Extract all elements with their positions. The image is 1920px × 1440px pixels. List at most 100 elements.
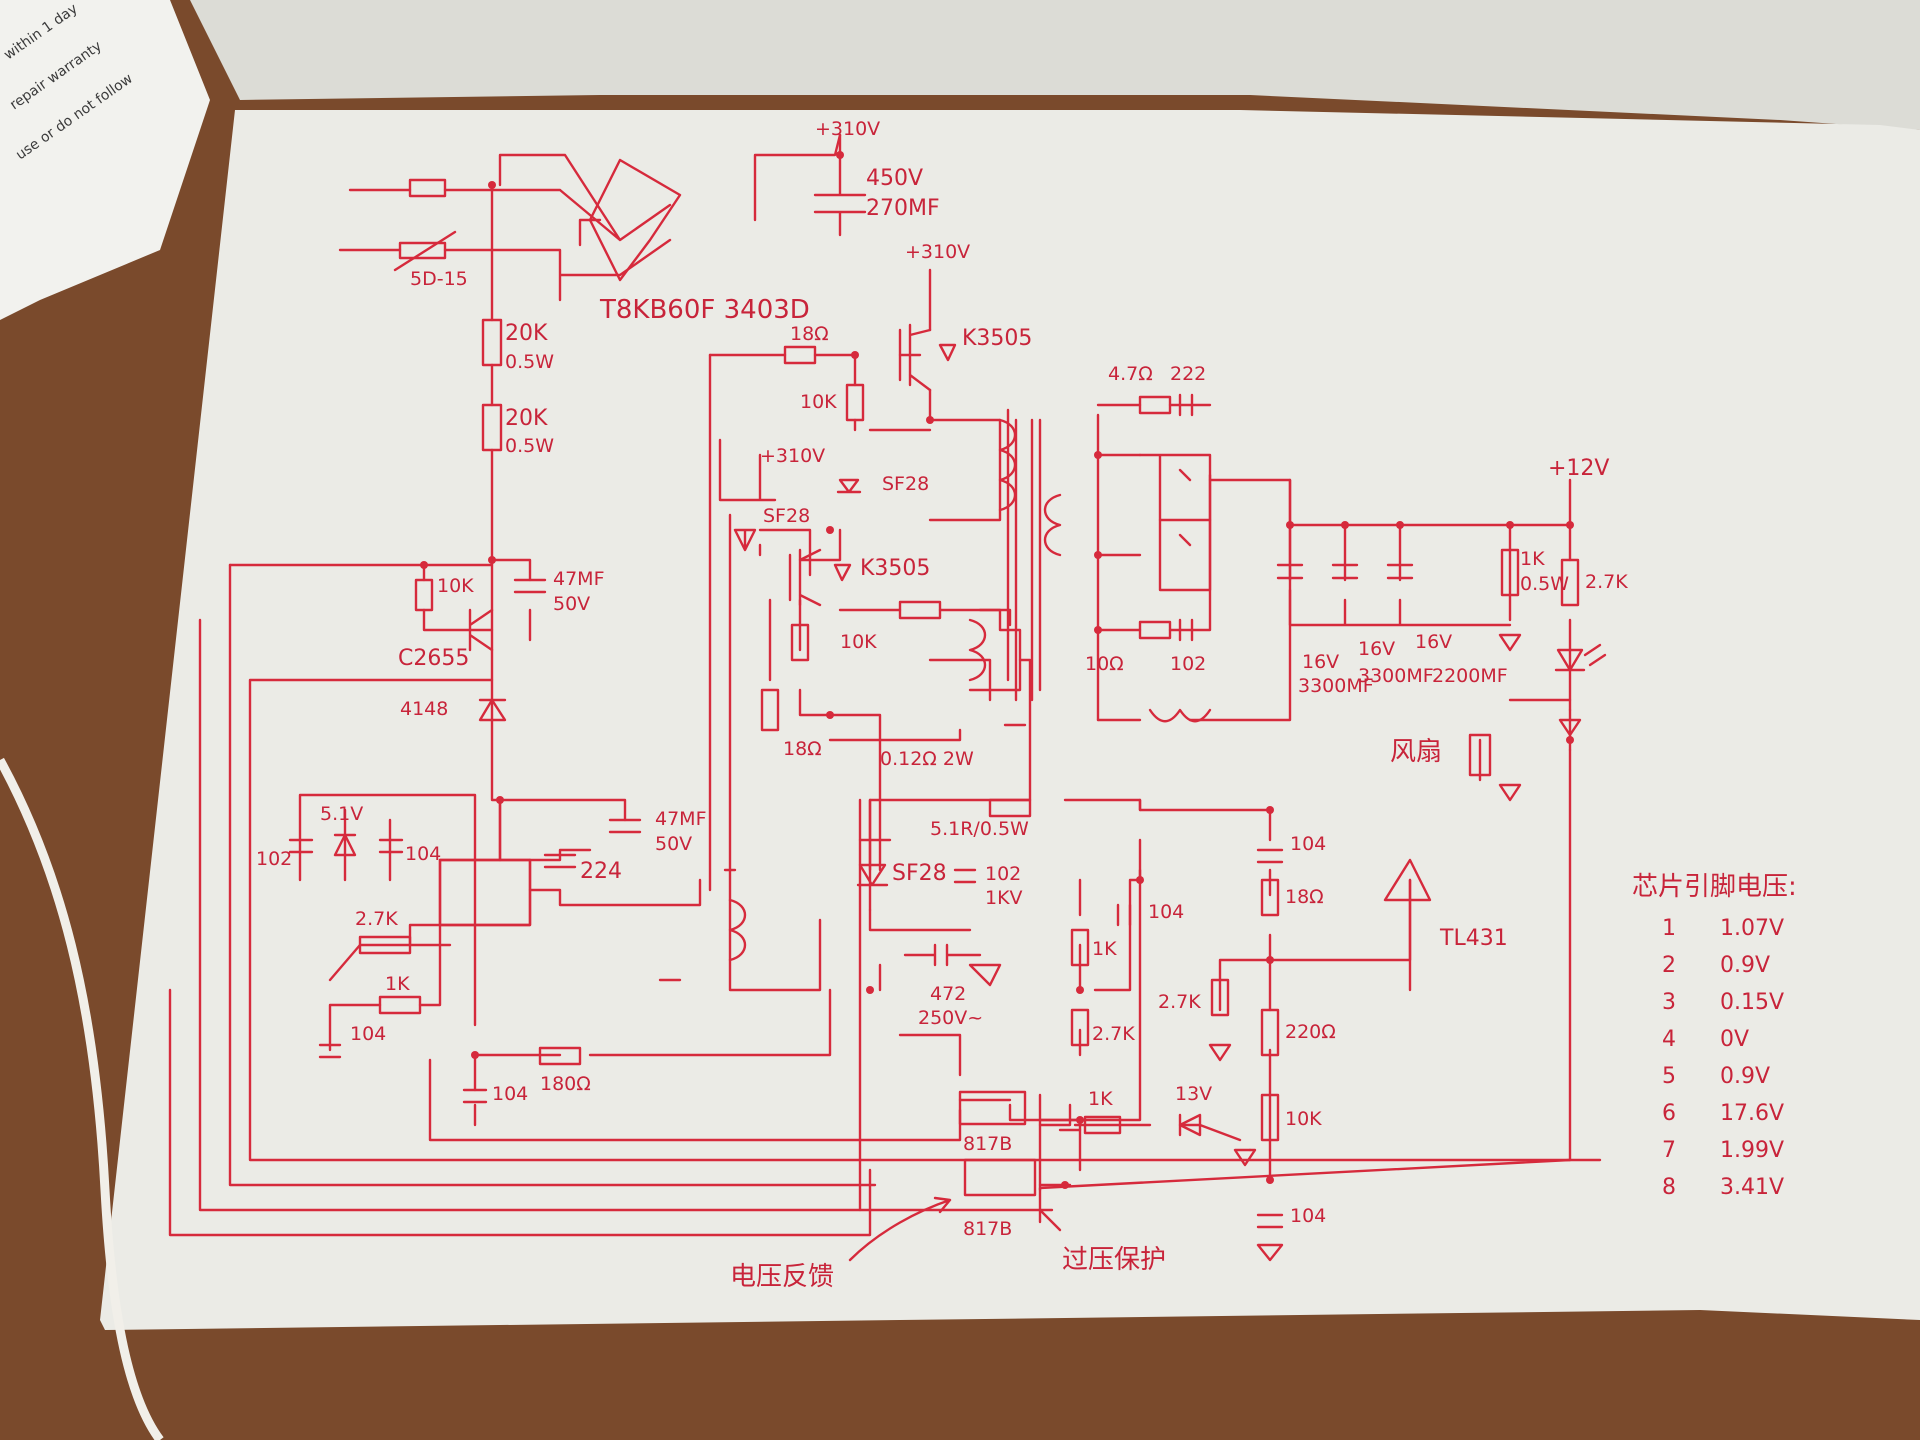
cap1-voltage: 16V	[1302, 651, 1339, 673]
schematic-components	[288, 151, 1607, 1262]
startup-cap	[513, 578, 547, 594]
cap-104c-label: 104	[492, 1083, 528, 1105]
rc-4r7	[1138, 395, 1172, 415]
pin-voltage: 3.41V	[1720, 1175, 1784, 1200]
startup-r2: 20K	[505, 406, 548, 431]
ovp-zener-label: 13V	[1175, 1083, 1212, 1105]
res-180	[538, 1046, 582, 1066]
cap3-voltage: 16V	[1415, 631, 1452, 653]
rail-310-top: +310V	[815, 118, 880, 140]
cap-104-label: 104	[405, 843, 441, 865]
cap-224	[543, 853, 577, 869]
gate-pulldown-10k	[845, 383, 865, 422]
pin-number: 3	[1662, 990, 1676, 1015]
pin-row: 4 0V	[1662, 1027, 1749, 1052]
cap-47mf-b	[608, 818, 642, 834]
fb-cap-104c	[1116, 903, 1132, 927]
fb-res-2k7	[1210, 978, 1230, 1017]
pin-row: 3 0.15V	[1662, 990, 1784, 1015]
res-1k	[378, 995, 422, 1015]
pin-voltage-table: 芯片引脚电压: 1 1.07V 2 0.9V 3 0.15V 4 0V 5 0.…	[1632, 872, 1797, 1200]
pin-voltage: 1.99V	[1720, 1138, 1784, 1163]
cap3-value: 2200MF	[1432, 665, 1508, 687]
notebook-upper-page	[190, 0, 1920, 130]
base-resistor	[414, 578, 434, 612]
y-cap-v-label: 250V~	[918, 1007, 983, 1029]
fb-r27k-label: 2.7K	[1158, 991, 1201, 1013]
cap-104	[378, 838, 404, 854]
fan-connector	[1468, 733, 1492, 777]
schematic-wires	[168, 133, 1602, 1262]
zener-label: 5.1V	[320, 803, 363, 825]
startup-cap-voltage: 50V	[553, 593, 590, 615]
schematic-labels: +310V 450V 270MF 5D-15 T8KB60F 3403D 20K…	[256, 118, 1628, 1292]
cap-102	[288, 838, 314, 854]
pin-voltage: 0.15V	[1720, 990, 1784, 1015]
fb-cap-104c-label: 104	[1148, 901, 1184, 923]
fb-r1k-label: 1K	[1092, 938, 1117, 960]
power-led	[1554, 643, 1607, 672]
optocoupler-1	[958, 1090, 1027, 1126]
cap-222	[1178, 393, 1194, 417]
fb-r27kb-label: 2.7K	[1092, 1023, 1135, 1045]
cap2-value-sec: 3300MF	[1358, 665, 1434, 687]
cap-102-sec	[1178, 618, 1194, 642]
bridge-label: T8KB60F 3403D	[599, 295, 810, 325]
diode-sf28-a	[836, 478, 862, 494]
gate-pd-label: 10K	[800, 391, 837, 413]
rail-310-mid: +310V	[905, 241, 970, 263]
res-10k-label: 10K	[840, 631, 877, 653]
res-10k-gate	[790, 623, 810, 662]
res-18-gate	[760, 688, 780, 732]
snubber-cap-label: 102	[985, 863, 1021, 885]
mosfet-high	[898, 323, 957, 392]
cap2-value: 47MF	[655, 808, 707, 830]
pin-voltage: 1.07V	[1720, 916, 1784, 941]
diode1-label: SF28	[882, 473, 929, 495]
pin-number: 4	[1662, 1027, 1676, 1052]
fb-r220-label: 220Ω	[1285, 1021, 1336, 1043]
pin-number: 8	[1662, 1175, 1676, 1200]
rc-10r	[1138, 620, 1172, 640]
fb-cap-104	[1256, 848, 1284, 864]
printed-leaflet	[0, 0, 210, 320]
transistor-label: C2655	[398, 646, 469, 671]
startup-resistor-2	[481, 403, 503, 452]
pin-table-title: 芯片引脚电压:	[1632, 872, 1797, 902]
output-inductor	[1148, 708, 1212, 723]
mosfet-low	[788, 548, 852, 607]
startup-r1-power: 0.5W	[505, 351, 554, 373]
pin-voltage: 0.9V	[1720, 953, 1770, 978]
drive-transformer	[728, 898, 747, 962]
cap-104c	[462, 1088, 488, 1104]
pin-row: 6 17.6V	[1662, 1101, 1784, 1126]
ovp-note: 过压保护	[1062, 1245, 1166, 1275]
res-2k7-label: 2.7K	[355, 908, 398, 930]
pin-number: 5	[1662, 1064, 1676, 1089]
fb-cap-104-label: 104	[1290, 833, 1326, 855]
opto1-label: 817B	[963, 1133, 1012, 1155]
rc1-label: 4.7Ω	[1108, 363, 1153, 385]
pin-voltage: 0.9V	[1720, 1064, 1770, 1089]
y-cap	[903, 943, 982, 967]
pin-row: 5 0.9V	[1662, 1064, 1770, 1089]
ntc-thermistor	[398, 241, 447, 260]
ntc-slash	[393, 230, 457, 272]
diode-4148	[478, 698, 507, 722]
pin-number: 1	[1662, 916, 1676, 941]
ovp-res-1k	[1083, 1115, 1122, 1135]
zener-5v1	[333, 833, 357, 857]
output-caps	[1276, 563, 1414, 580]
startup-cap-value: 47MF	[553, 568, 605, 590]
fan-label: 风扇	[1390, 737, 1442, 767]
base-res-label: 10K	[437, 575, 474, 597]
white-cable	[0, 757, 164, 1440]
rail-310-low: +310V	[760, 445, 825, 467]
fb-res-18-label: 18Ω	[1285, 886, 1324, 908]
snubber-diode-label: SF28	[892, 861, 947, 886]
fb-cap-104b-label: 104	[1290, 1205, 1326, 1227]
ground-symbols	[968, 633, 1582, 1262]
opto2-label: 817B	[963, 1218, 1012, 1240]
cap-224-label: 224	[580, 859, 622, 884]
